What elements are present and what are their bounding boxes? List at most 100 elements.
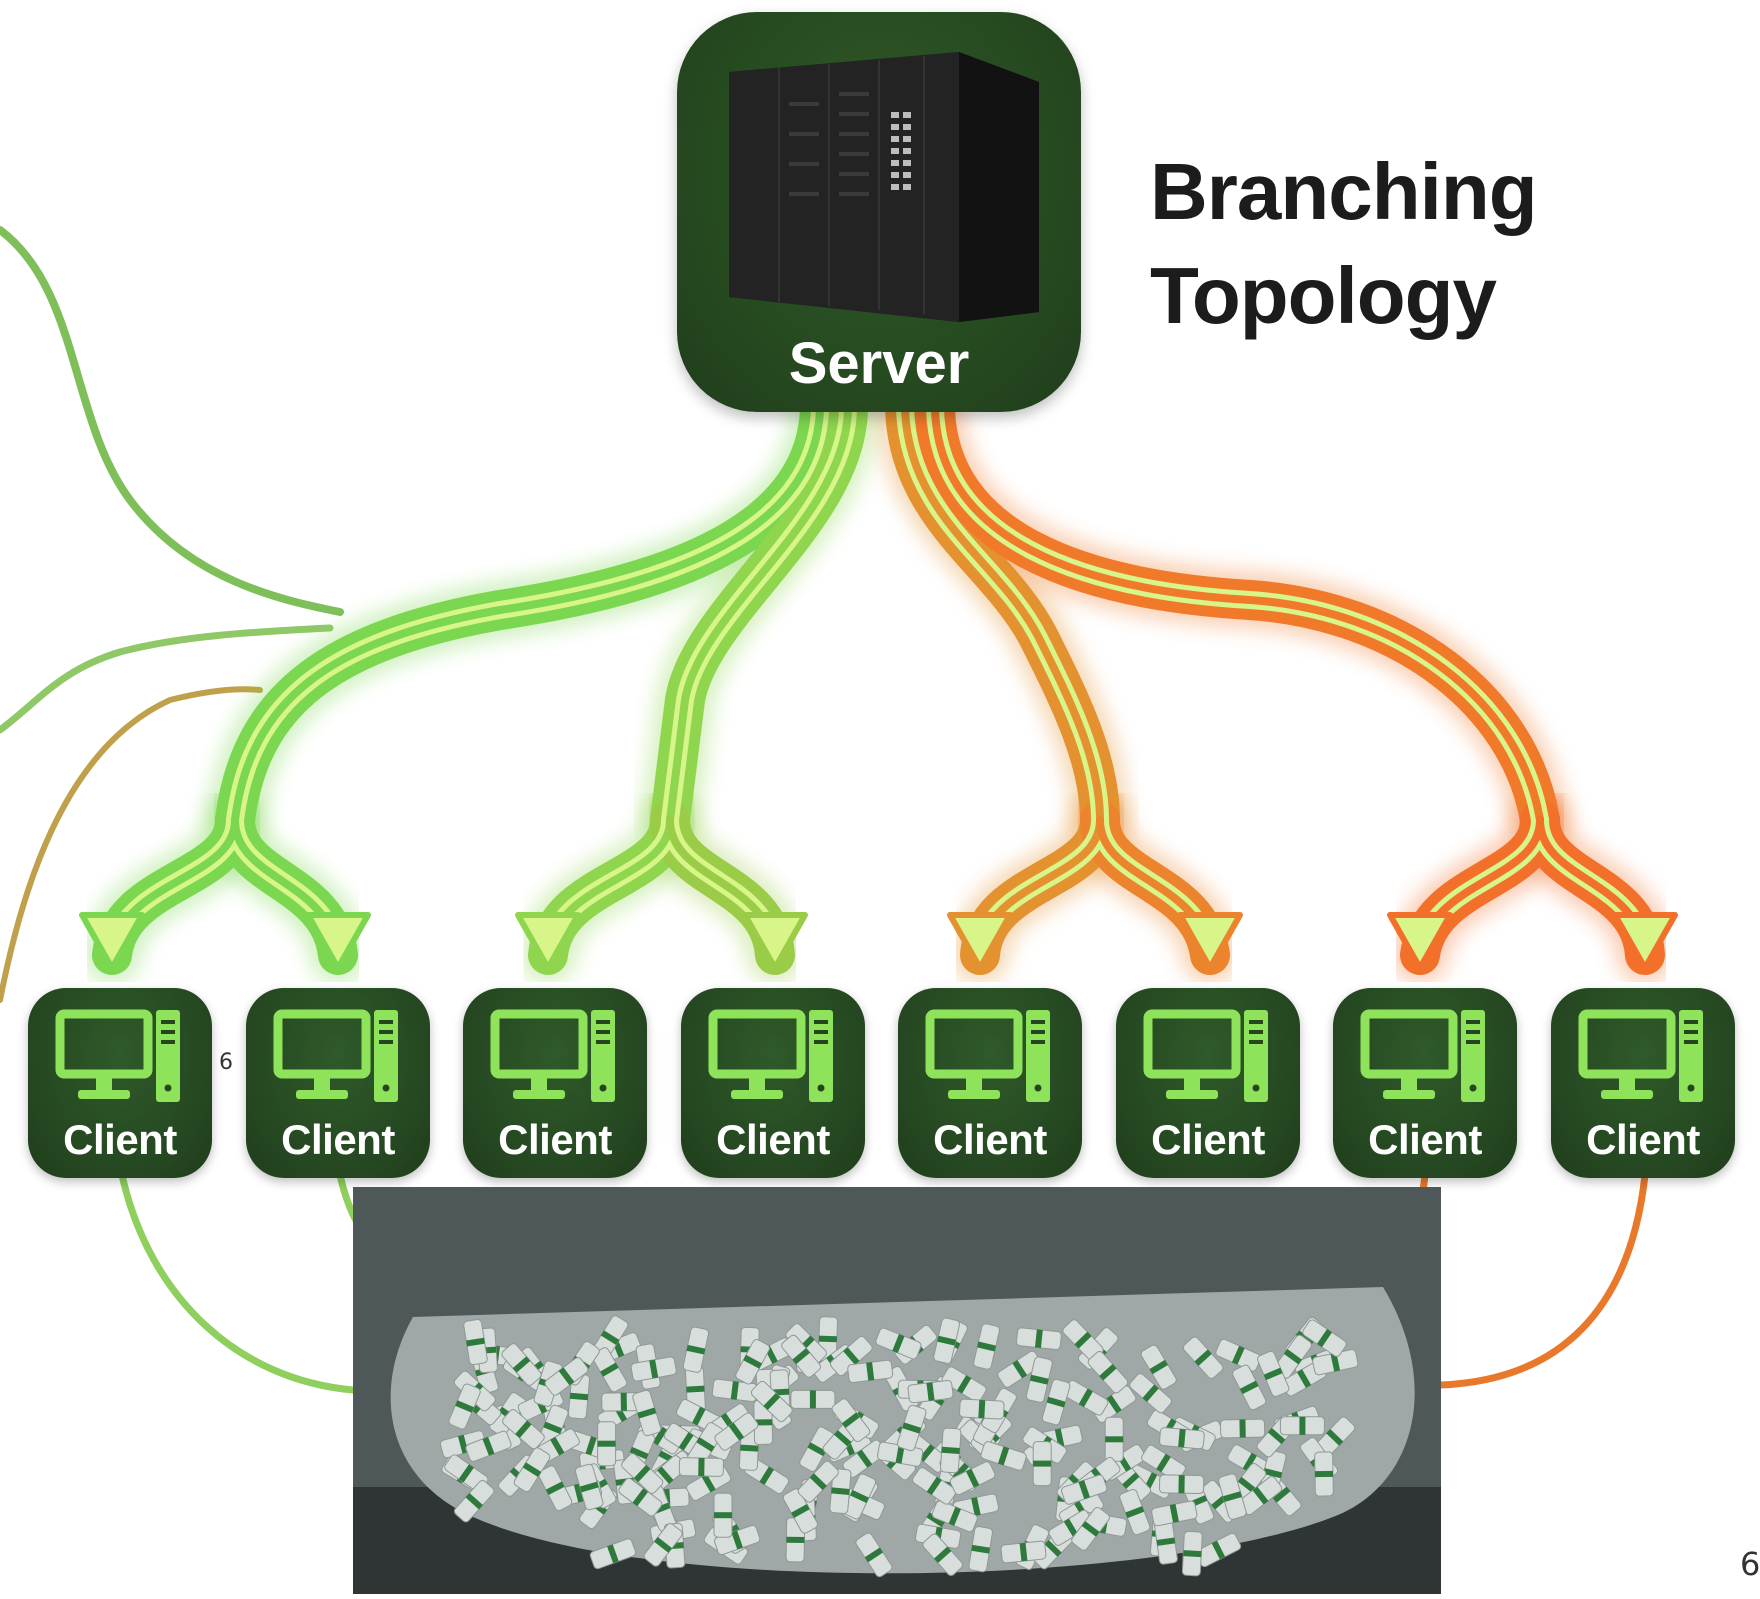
computer-monitor-icon <box>490 1009 588 1099</box>
client-label: Client <box>281 1116 395 1163</box>
computer-icon <box>55 1009 180 1102</box>
domino-tile <box>931 1500 978 1533</box>
domino-tile <box>875 1327 922 1360</box>
server-node[interactable]: Server <box>677 12 1081 412</box>
title-line-2: Topology <box>1150 251 1497 340</box>
domino-tile <box>1153 1518 1178 1565</box>
domino-tile <box>1215 1338 1262 1372</box>
domino-tile <box>1071 1507 1110 1551</box>
arrow-down-icon <box>305 912 371 971</box>
server-label: Server <box>788 331 970 396</box>
client-node-6[interactable]: Client <box>1116 988 1300 1178</box>
computer-monitor-icon <box>55 1009 153 1099</box>
domino-tile <box>847 1359 894 1384</box>
domino-tile <box>842 1473 877 1520</box>
computer-tower-icon <box>591 1010 615 1102</box>
client-node-4[interactable]: Client <box>681 988 865 1178</box>
domino-tile <box>682 1326 710 1373</box>
computer-tower-icon <box>809 1010 833 1102</box>
client-node-5[interactable]: Client <box>898 988 1082 1178</box>
domino-tile <box>980 1441 1027 1471</box>
domino-tile <box>714 1524 761 1556</box>
arrow-down-icon <box>515 912 581 971</box>
domino-tile <box>799 1426 835 1472</box>
domino-tile <box>567 1373 591 1420</box>
computer-tower-icon <box>1679 1010 1703 1102</box>
domino-tile <box>1238 1476 1283 1516</box>
small-page-number: 6 <box>219 1050 233 1075</box>
domino-tile <box>1140 1344 1177 1390</box>
computer-icon <box>1143 1009 1268 1102</box>
domino-tile <box>1000 1540 1047 1564</box>
page-number: 6 <box>1740 1545 1760 1583</box>
arrow-down-icon <box>79 912 145 971</box>
domino-tile <box>643 1523 683 1567</box>
domino-tile <box>453 1479 495 1523</box>
computer-tower-icon <box>1026 1010 1050 1102</box>
arrowheads <box>79 912 1678 971</box>
domino-tile <box>1181 1530 1203 1577</box>
domino-tile <box>797 1460 839 1503</box>
client-node-3[interactable]: Client <box>463 988 647 1178</box>
domino-tile <box>714 1412 759 1451</box>
diagram-title: Branching Topology <box>1150 140 1538 348</box>
domino-tile <box>912 1467 957 1505</box>
domino-tile <box>589 1538 637 1570</box>
lower-curve-4 <box>1437 1171 1649 1389</box>
domino-tile <box>1302 1319 1347 1357</box>
computer-icon <box>1578 1009 1703 1102</box>
domino-tile <box>829 1468 852 1515</box>
domino-tile <box>941 1366 987 1403</box>
domino-tile <box>618 1477 663 1517</box>
client-node-8[interactable]: Client <box>1551 988 1735 1178</box>
domino-tile <box>448 1383 481 1430</box>
computer-icon <box>708 1009 833 1102</box>
computer-monitor-icon <box>1143 1009 1241 1099</box>
domino-tile <box>621 1453 664 1494</box>
domino-table-photo <box>353 1187 1441 1594</box>
domino-tile <box>1063 1379 1109 1416</box>
trunk-1-core <box>231 406 824 824</box>
domino-tiles <box>439 1315 1359 1578</box>
domino-tile <box>1091 1385 1137 1423</box>
domino-tile <box>502 1409 545 1450</box>
client-label: Client <box>716 1116 830 1163</box>
domino-tile <box>896 1404 927 1452</box>
computer-monitor-icon <box>1578 1009 1676 1099</box>
computer-icon <box>925 1009 1050 1102</box>
client-label: Client <box>1151 1116 1265 1163</box>
client-label: Client <box>63 1116 177 1163</box>
arrow-down-icon <box>947 912 1013 971</box>
arrow-down-icon <box>1177 912 1243 971</box>
domino-tile <box>1041 1378 1071 1426</box>
domino-tile <box>1314 1451 1334 1497</box>
domino-tile <box>1129 1373 1172 1414</box>
client-node-7[interactable]: Client <box>1333 988 1517 1178</box>
bg-curve-2 <box>0 624 334 734</box>
domino-tile <box>1087 1350 1129 1394</box>
domino-tile <box>735 1339 770 1385</box>
domino-tile <box>465 1430 512 1462</box>
domino-tile <box>907 1379 954 1404</box>
branch-tree <box>83 381 1674 984</box>
bg-curve-1 <box>0 226 344 616</box>
domino-tile <box>597 1421 617 1467</box>
computer-monitor-icon <box>273 1009 371 1099</box>
domino-tile <box>973 1323 1001 1370</box>
domino-tile <box>513 1447 551 1493</box>
arrow-down-icon <box>742 912 808 971</box>
domino-tile <box>711 1378 758 1403</box>
domino-tile <box>1218 1473 1247 1520</box>
arrow-down-icon <box>1387 912 1453 971</box>
computer-icon <box>1360 1009 1485 1102</box>
domino-tile <box>750 1380 793 1423</box>
domino-tile <box>538 1465 573 1512</box>
domino-tile <box>1061 1474 1108 1505</box>
domino-tile <box>678 1457 724 1477</box>
client-node-1[interactable]: Client <box>28 988 212 1178</box>
computer-monitor-icon <box>1360 1009 1458 1099</box>
domino-tile <box>1015 1327 1062 1351</box>
bg-curve-3 <box>0 686 263 1003</box>
client-node-2[interactable]: Client <box>246 988 430 1178</box>
